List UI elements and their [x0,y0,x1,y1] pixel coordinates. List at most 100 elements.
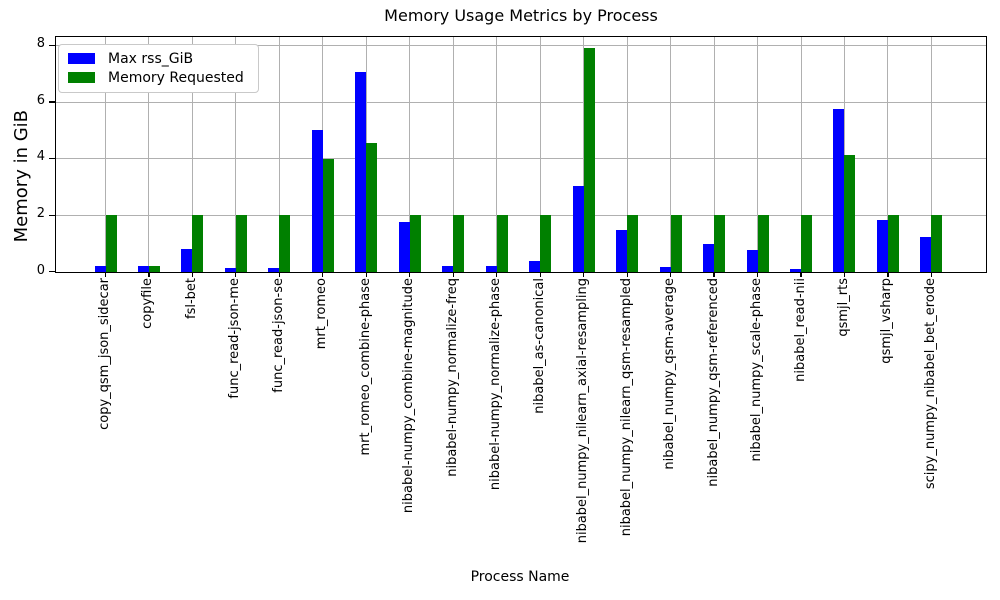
bar-memory-requested [540,215,552,272]
chart-title: Memory Usage Metrics by Process [384,6,658,25]
bar-memory-requested [931,215,943,272]
gridline-vertical [148,37,150,272]
gridline-horizontal [56,158,986,160]
bar-memory-requested [757,215,769,272]
gridline-vertical [452,37,454,272]
legend-item-memory-requested: Memory Requested [68,68,258,87]
x-tick-label: scipy_numpy_nibabel_bet_erode [922,278,938,490]
legend-swatch-max-rss [68,53,95,64]
bar-max-rss [137,266,149,272]
x-tick [887,272,889,277]
bar-max-rss [833,109,845,272]
x-tick [756,272,759,277]
x-tick [409,272,411,277]
x-tick [365,272,367,277]
bar-max-rss [485,266,497,272]
gridline-vertical [713,37,715,272]
x-tick-label: mrt_romeo [314,278,330,350]
gridline-vertical [105,37,106,272]
x-tick-label: nibabel_numpy_scale-phase [749,278,765,462]
bar-memory-requested [453,215,465,272]
bar-memory-requested [366,143,378,272]
bar-memory-requested [670,215,682,272]
x-tick-label: nibabel_numpy_nilearn_axial-resampling [575,278,591,544]
x-tick-label: mrt_romeo_combine-phase [357,278,373,456]
bar-memory-requested [409,215,421,272]
x-tick [322,272,324,277]
legend-item-max-rss: Max rss_GiB [68,49,258,68]
gridline-vertical [626,37,628,272]
x-tick [670,272,672,277]
bar-max-rss [790,268,802,272]
x-tick-label: nibabel_as-canonical [531,278,547,414]
bar-max-rss [572,185,584,272]
x-tick-label: copy_qsm_json_sidecar [97,278,112,430]
x-tick [104,272,107,277]
gridline-vertical [496,37,498,272]
x-tick-label: nibabel-numpy_combine-magnitude [401,278,417,514]
gridline-vertical [800,37,802,272]
gridline-vertical [757,37,759,272]
gridline-horizontal [56,214,986,216]
x-tick-label: nibabel_numpy_qsm-referenced [705,278,721,487]
y-tick [49,44,55,46]
bar-max-rss [529,261,541,272]
x-tick-label: func_read-json-me [227,278,243,399]
bar-max-rss [920,237,932,272]
plot-area: Max rss_GiB Memory Requested copy_qsm_js… [55,36,987,543]
bar-max-rss [181,248,193,272]
legend-label-max-rss: Max rss_GiB [108,50,194,67]
bar-max-rss [268,268,280,272]
x-tick [496,272,498,277]
bar-max-rss [224,268,236,272]
bar-max-rss [311,130,323,272]
x-axis-label: Process Name [470,569,570,585]
x-tick-label: nibabel-numpy_normalize-phase [488,278,504,491]
x-tick [843,272,846,277]
bar-max-rss [703,243,715,272]
y-tick [49,157,55,160]
gridline-vertical [670,37,672,272]
gridline-vertical [191,37,193,272]
y-tick [49,214,55,216]
x-tick-label: func_read-json-se [270,278,286,393]
y-tick-label: 0 [36,262,45,278]
x-tick [626,272,628,277]
x-tick [800,272,802,277]
gridline-horizontal [56,44,986,46]
x-tick-label: nibabel_numpy_qsm-average [662,278,678,470]
gridline-vertical [322,37,324,272]
bar-max-rss [746,249,758,272]
x-tick [583,272,585,277]
bar-memory-requested [627,215,639,272]
bar-memory-requested [583,48,595,272]
bar-memory-requested [192,215,204,272]
x-tick [452,272,454,277]
x-tick-label: qsmjl_rts [835,278,851,337]
gridline-vertical [409,37,411,272]
legend-swatch-memory-requested [68,72,95,83]
bar-memory-requested [801,215,813,272]
x-tick-label: copyfile [140,278,156,329]
x-tick [191,272,194,277]
y-tick-label: 6 [36,92,45,108]
x-tick [539,272,541,277]
legend-label-memory-requested: Memory Requested [108,69,244,86]
gridline-vertical [278,37,280,272]
bar-max-rss [442,265,454,272]
x-tick [713,272,715,277]
x-tick [930,272,933,277]
bar-memory-requested [844,154,856,272]
gridline-vertical [930,37,932,272]
bar-memory-requested [235,215,247,272]
bar-memory-requested [148,266,160,272]
y-tick-label: 8 [36,36,45,52]
bar-max-rss [616,229,628,272]
y-tick [49,101,55,103]
y-tick [49,271,55,273]
bar-memory-requested [496,215,508,272]
x-tick-label: nibabel_read-nii [792,278,808,382]
bar-memory-requested [887,215,899,272]
x-tick [235,272,237,277]
